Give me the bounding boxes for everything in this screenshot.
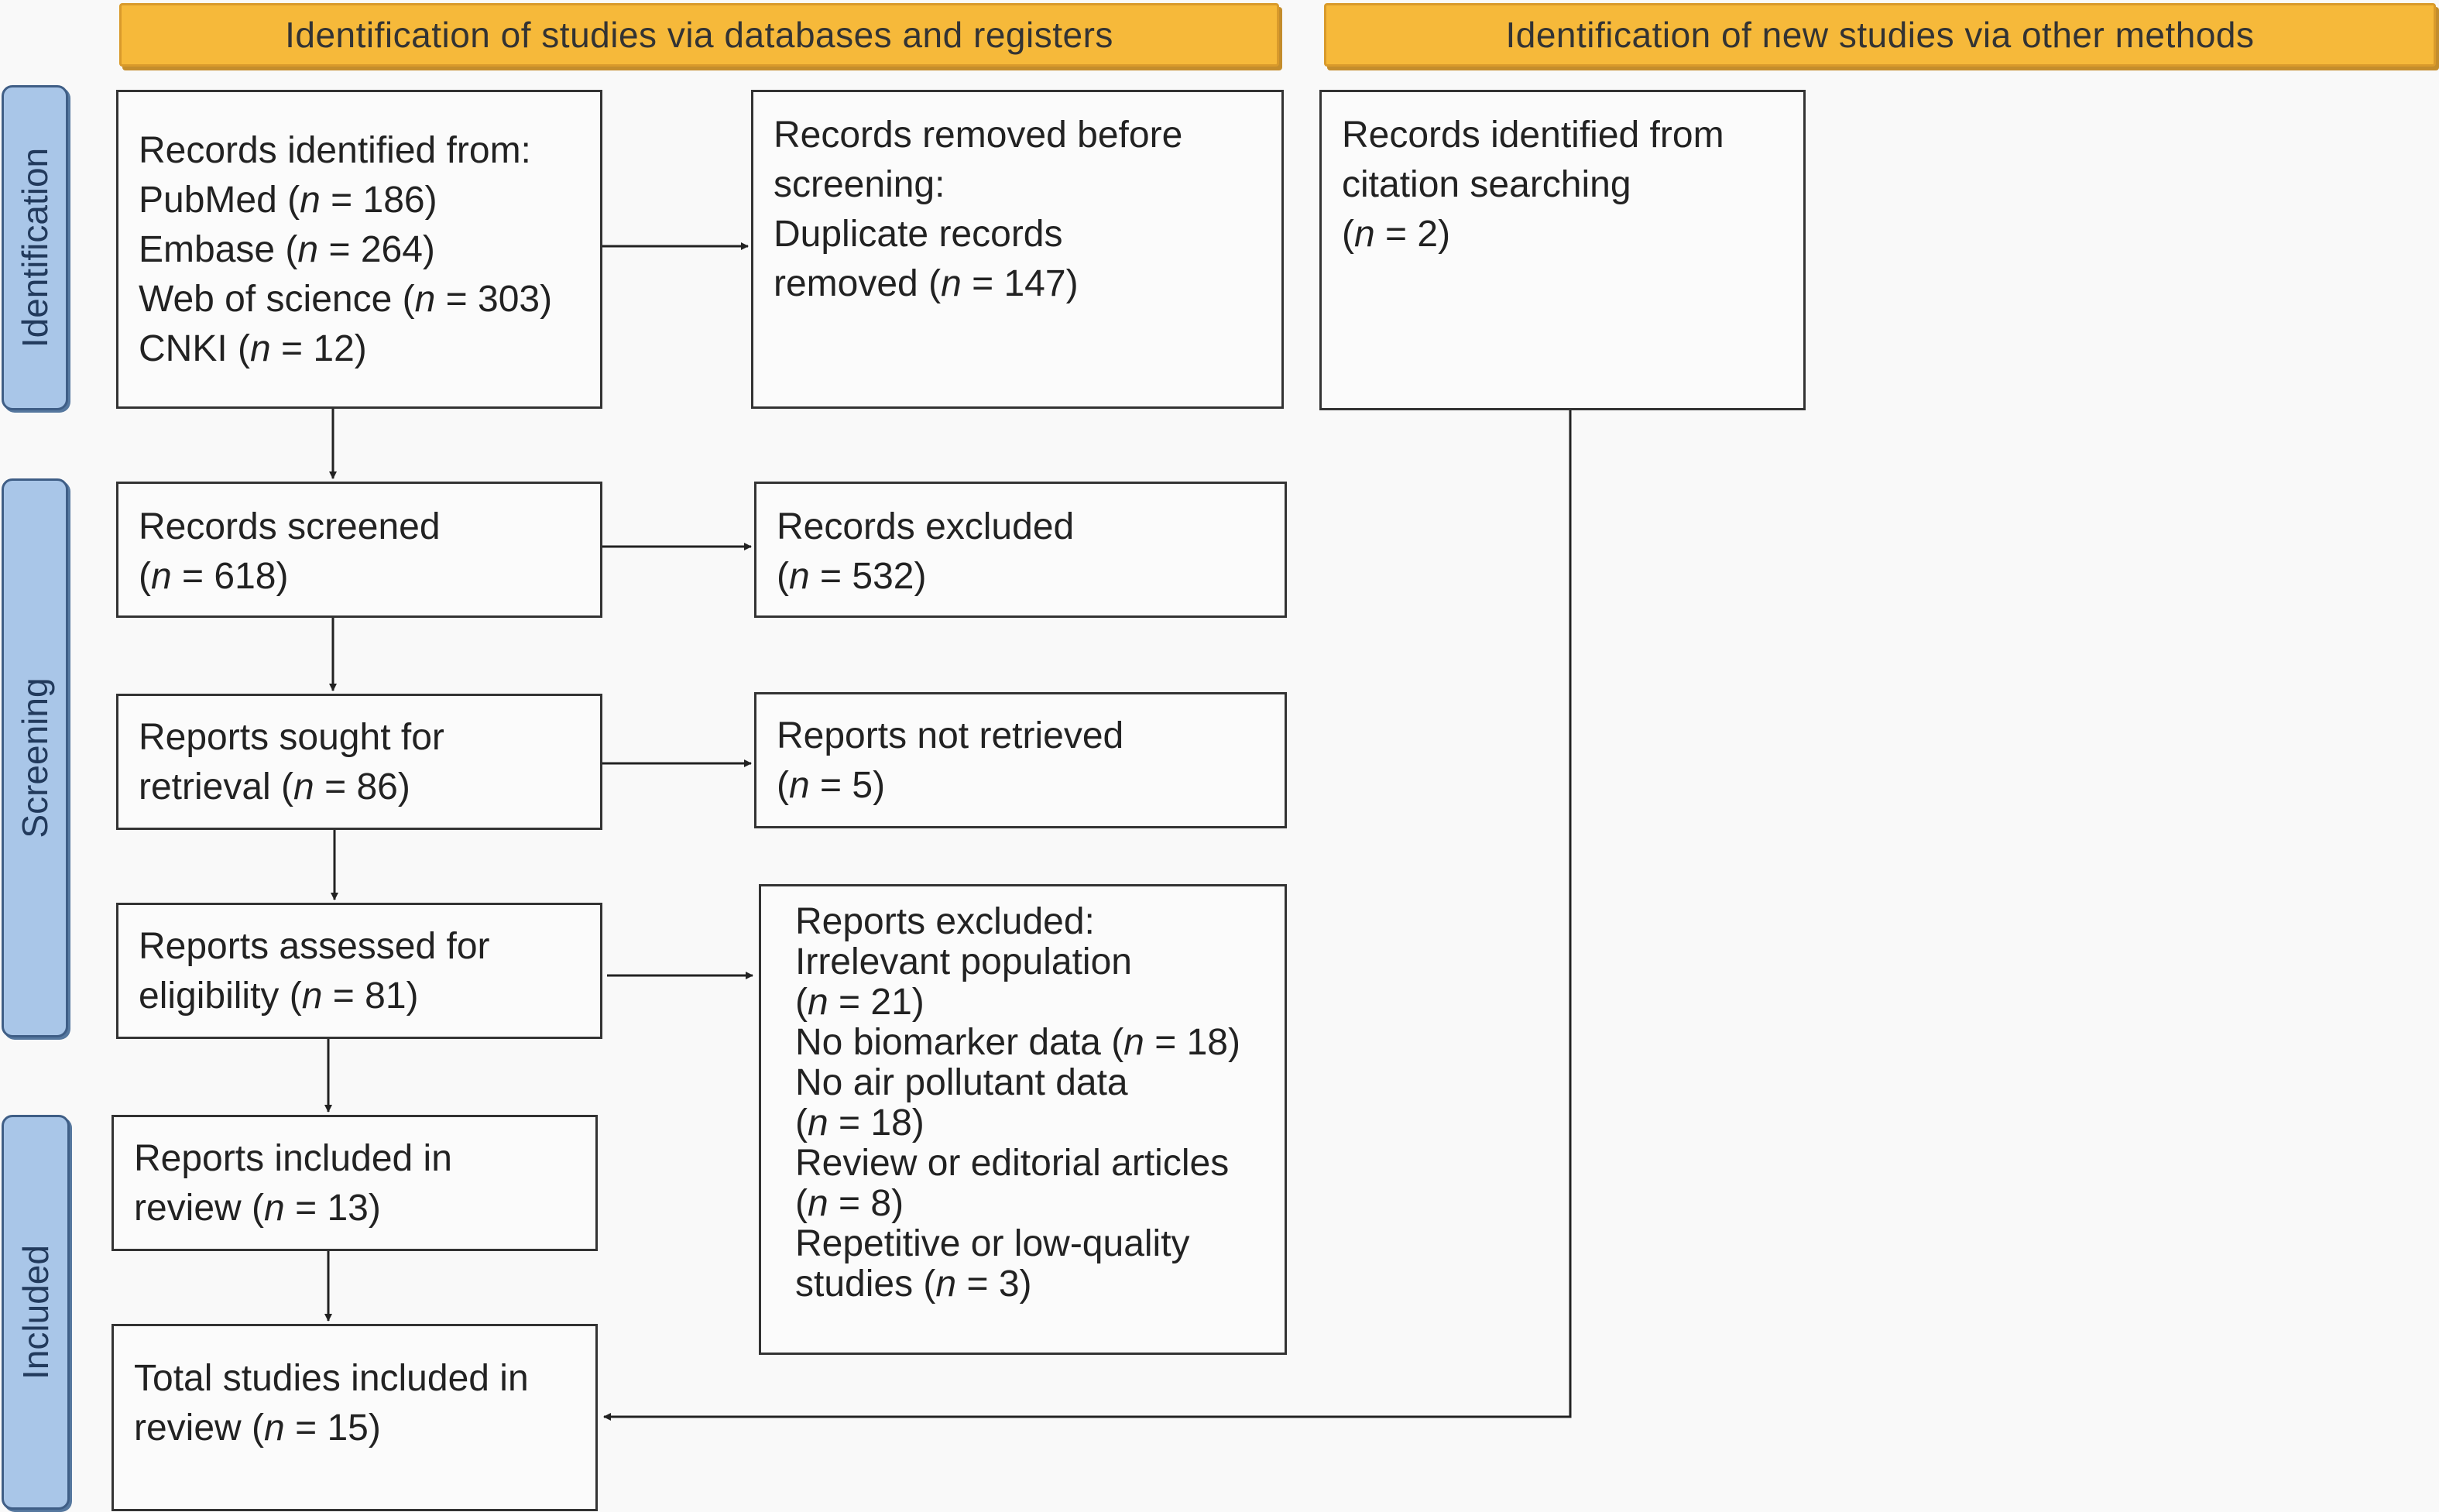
box-line: Records identified from [1342,115,1724,156]
databases-header: Identification of studies via databases … [119,3,1279,67]
records-screened-box: Records screened (n = 618) [116,482,602,618]
total-included-box: Total studies included in review (n = 15… [111,1324,598,1511]
box-line: (n = 21) [795,982,924,1023]
records-excluded-box: Records excluded (n = 532) [754,482,1287,618]
stage-included: Included [2,1115,70,1510]
reports-not-retrieved-box: Reports not retrieved (n = 5) [754,692,1287,828]
box-line: screening: [774,164,945,205]
box-line: studies (n = 3) [795,1263,1032,1305]
box-line: review (n = 13) [134,1188,381,1229]
box-line: Duplicate records [774,214,1063,255]
box-line: (n = 532) [777,556,927,597]
box-line: Records identified from: [139,130,531,171]
box-line: Reports sought for [139,717,444,758]
box-line: (n = 2) [1342,214,1451,255]
box-line: No air pollutant data [795,1062,1128,1103]
records-identified-box: Records identified from: PubMed (n = 186… [116,90,602,409]
box-line: Total studies included in [134,1358,529,1399]
box-line: (n = 18) [795,1102,924,1143]
box-line: Records excluded [777,506,1075,547]
box-line: retrieval (n = 86) [139,766,410,807]
box-line: Records removed before [774,115,1183,156]
box-line: removed (n = 147) [774,263,1079,304]
box-line: Web of science (n = 303) [139,279,553,320]
box-line: Reports included in [134,1138,452,1179]
other-methods-header-text: Identification of new studies via other … [1505,15,2255,55]
box-line: Irrelevant population [795,941,1132,982]
box-line: eligibility (n = 81) [139,975,419,1017]
box-line: review (n = 15) [134,1407,381,1449]
box-line: Reports excluded: [795,901,1095,942]
box-line: Repetitive or low-quality [795,1223,1190,1264]
box-line: PubMed (n = 186) [139,180,437,221]
reports-included-box: Reports included in review (n = 13) [111,1115,598,1251]
other-methods-header: Identification of new studies via other … [1324,3,2436,67]
records-removed-box: Records removed before screening: Duplic… [751,90,1284,409]
stage-screening: Screening [2,478,68,1037]
reports-assessed-box: Reports assessed for eligibility (n = 81… [116,903,602,1039]
box-line: Review or editorial articles [795,1143,1230,1184]
box-line: No biomarker data (n = 18) [795,1022,1240,1063]
citation-records-box: Records identified from citation searchi… [1319,90,1806,410]
box-line: (n = 618) [139,556,289,597]
box-line: (n = 5) [777,765,886,806]
databases-header-text: Identification of studies via databases … [285,15,1113,55]
box-line: Reports assessed for [139,926,490,967]
reports-sought-box: Reports sought for retrieval (n = 86) [116,694,602,830]
box-line: Records screened [139,506,441,547]
box-line: (n = 8) [795,1183,904,1224]
box-line: citation searching [1342,164,1631,205]
arrow-citation-to-total [603,410,1572,1421]
stage-identification: Identification [2,85,68,410]
reports-excluded-box: Reports excluded: Irrelevant population … [759,884,1287,1355]
box-line: CNKI (n = 12) [139,328,367,369]
box-line: Embase (n = 264) [139,229,435,270]
box-line: Reports not retrieved [777,715,1124,756]
